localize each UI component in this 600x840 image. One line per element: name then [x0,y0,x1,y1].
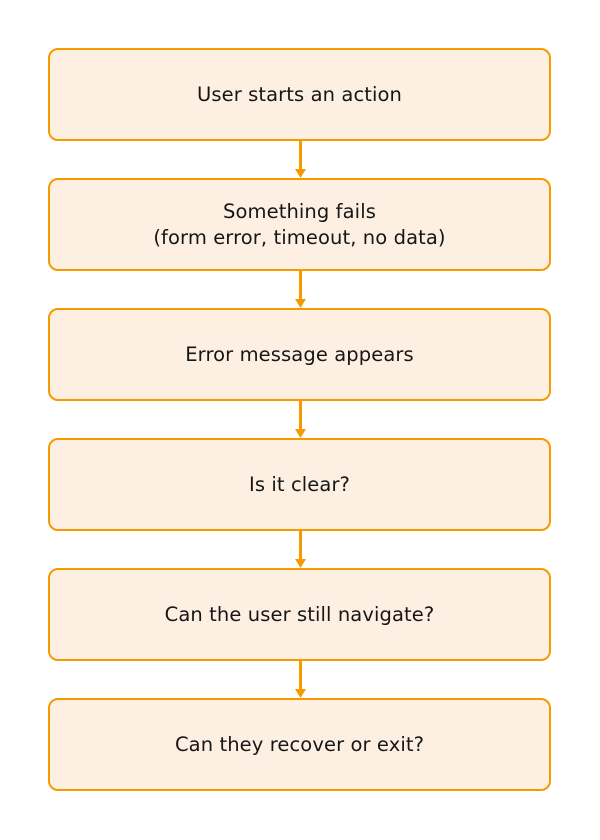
flow-node-2-label: Something fails (form error, timeout, no… [153,199,446,249]
flow-arrow-3 [294,401,307,438]
flow-node-4-label: Is it clear? [248,472,351,496]
flow-node-5[interactable]: Can the user still navigate? [48,568,551,661]
flow-node-3[interactable]: Error message appears [48,308,551,401]
flow-arrow-4 [294,531,307,568]
flow-node-5-label: Can the user still navigate? [164,602,435,626]
flow-node-1-label: User starts an action [196,82,403,106]
flow-node-3-label: Error message appears [185,342,414,366]
flow-arrow-2 [294,271,307,308]
flow-arrow-5 [294,661,307,698]
flow-node-4[interactable]: Is it clear? [48,438,551,531]
flow-node-2[interactable]: Something fails (form error, timeout, no… [48,178,551,271]
flow-node-6[interactable]: Can they recover or exit? [48,698,551,791]
flow-node-6-label: Can they recover or exit? [174,732,425,756]
flow-arrow-1 [294,141,307,178]
flow-node-1[interactable]: User starts an action [48,48,551,141]
